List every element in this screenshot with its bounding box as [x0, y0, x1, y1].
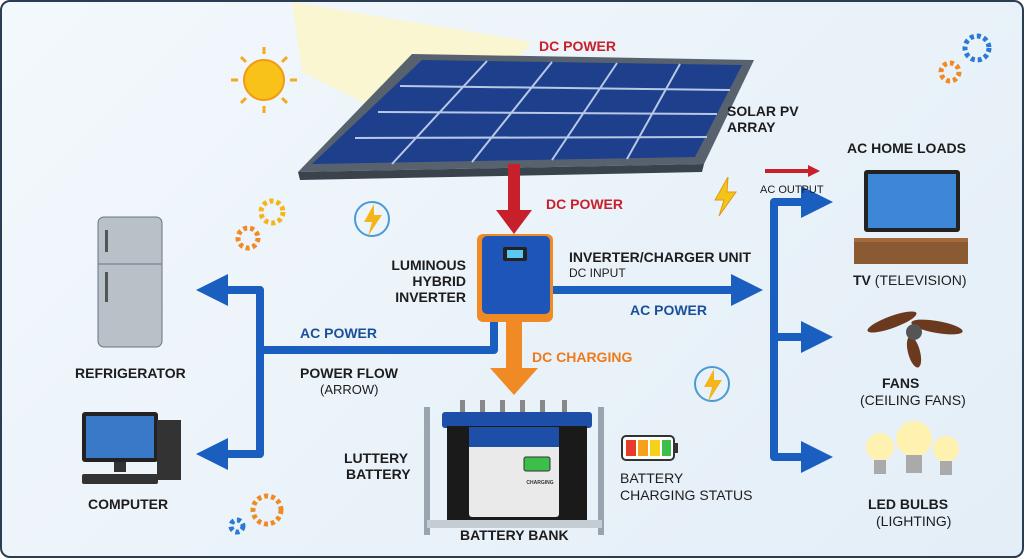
computer-icon	[82, 412, 181, 484]
battery-status-label-2: CHARGING STATUS	[620, 487, 753, 503]
gear-icon	[228, 33, 992, 535]
led-bulbs-sub-label: (LIGHTING)	[876, 513, 952, 529]
tv-label-text: TV	[853, 272, 871, 288]
sun-icon	[231, 47, 297, 113]
tv-label: TV (TELEVISION)	[853, 272, 967, 288]
fans-label: FANS	[882, 375, 920, 391]
solar-array-label-1: SOLAR PV	[727, 103, 799, 119]
ac-home-loads-title: AC HOME LOADS	[847, 140, 966, 156]
ac-output-label: AC OUTPUT	[760, 184, 824, 196]
battery-bank: CHARGING	[424, 400, 604, 535]
led-bulbs-label: LED BULBS	[868, 496, 949, 512]
lightning-icon	[354, 176, 737, 402]
battery-label-2: BATTERY	[346, 466, 411, 482]
battery-bank-label: BATTERY BANK	[460, 527, 569, 543]
power-flow-sub-label: (ARROW)	[320, 382, 379, 397]
battery-status-icon	[621, 435, 678, 461]
battery-screen-text: CHARGING	[526, 480, 553, 486]
dc-input-label: DC INPUT	[569, 266, 626, 280]
battery-label-1: LUTTERY	[344, 450, 409, 466]
refrigerator-label: REFRIGERATOR	[75, 365, 186, 381]
power-flow-label: POWER FLOW	[300, 365, 398, 381]
dc-charging-label: DC CHARGING	[532, 349, 633, 365]
tv-sub-label: (TELEVISION)	[874, 272, 967, 288]
computer-label: COMPUTER	[88, 496, 169, 512]
solar-array-label-2: ARRAY	[727, 119, 776, 135]
inverter-box	[477, 234, 553, 322]
inverter-label-3: INVERTER	[395, 289, 466, 305]
led-bulbs-icon	[866, 421, 959, 475]
solar-panel	[298, 54, 754, 180]
inverter-unit-label: INVERTER/CHARGER UNIT	[569, 249, 752, 265]
tv-icon	[854, 170, 968, 264]
inverter-label-1: LUMINOUS	[391, 257, 466, 273]
dc-power-mid-label: DC POWER	[546, 196, 623, 212]
ac-power-left-label: AC POWER	[300, 325, 377, 341]
battery-status-label-1: BATTERY	[620, 470, 684, 486]
ac-power-right-label: AC POWER	[630, 302, 707, 318]
refrigerator-icon	[97, 216, 163, 348]
fans-sub-label: (CEILING FANS)	[860, 392, 966, 408]
ceiling-fan-icon	[867, 311, 963, 368]
inverter-label-2: HYBRID	[412, 273, 466, 289]
dc-power-top-label: DC POWER	[539, 38, 616, 54]
